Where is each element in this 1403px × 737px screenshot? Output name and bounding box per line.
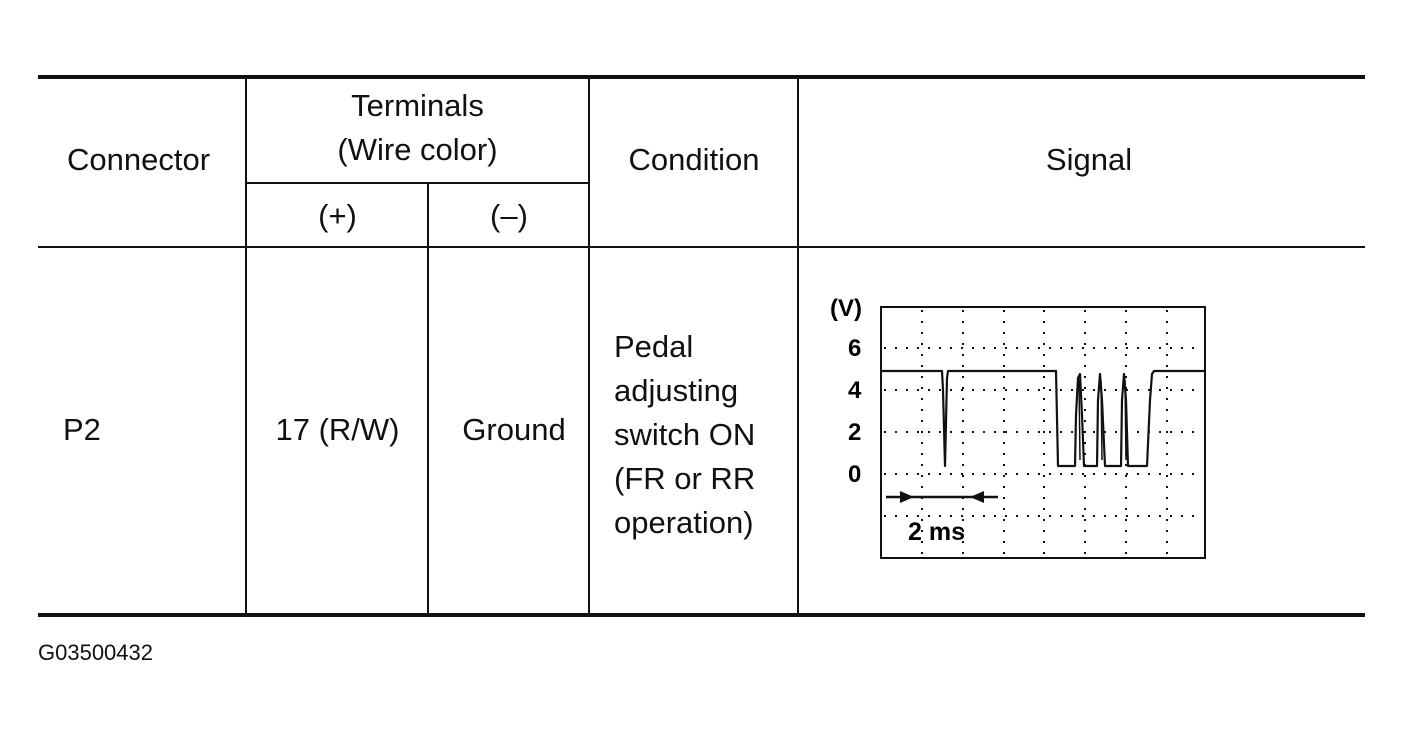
figure-code: G03500432	[38, 640, 153, 665]
header-bottom-rule	[38, 246, 1365, 248]
header-condition: Condition	[628, 142, 760, 177]
condition-line: adjusting	[614, 373, 739, 408]
y-tick-0: 0	[848, 461, 861, 488]
col-divider-2	[427, 184, 429, 614]
signal-trace-detail	[1078, 379, 1081, 461]
condition-line: operation)	[614, 505, 754, 540]
signal-waveform-figure: (V) 6 4 2 0	[826, 290, 1216, 565]
col-divider-4	[797, 79, 799, 614]
col-divider-1	[245, 79, 247, 614]
y-unit-label: (V)	[830, 295, 862, 322]
y-tick-2: 2	[848, 419, 861, 446]
terminals-subheader-rule	[246, 182, 589, 184]
condition-line: (FR or RR	[614, 461, 756, 496]
y-tick-4: 4	[848, 377, 862, 404]
cell-connector: P2	[63, 412, 101, 447]
scope-frame	[880, 306, 1206, 559]
cell-minus-terminal: Ground	[462, 412, 566, 447]
cell-condition: Pedal adjusting switch ON (FR or RR oper…	[614, 325, 755, 545]
signal-trace	[882, 369, 1204, 468]
col-divider-3	[588, 79, 590, 614]
table-bottom-rule	[38, 613, 1365, 617]
signal-trace-detail	[1100, 379, 1103, 461]
condition-line: switch ON	[614, 417, 756, 452]
header-minus-terminal: (–)	[490, 198, 528, 233]
time-scale-label: 2 ms	[908, 518, 965, 546]
header-terminals: Terminals	[351, 88, 484, 123]
header-plus-terminal: (+)	[318, 198, 357, 233]
header-wire-color: (Wire color)	[337, 132, 498, 167]
header-connector: Connector	[67, 142, 211, 177]
cell-plus-terminal: 17 (R/W)	[275, 412, 400, 447]
table-top-rule	[38, 75, 1365, 79]
y-tick-6: 6	[848, 335, 861, 362]
header-signal: Signal	[1045, 142, 1133, 177]
signal-trace-detail	[1124, 379, 1127, 461]
time-scale-marker	[886, 491, 998, 503]
condition-line: Pedal	[614, 329, 694, 364]
